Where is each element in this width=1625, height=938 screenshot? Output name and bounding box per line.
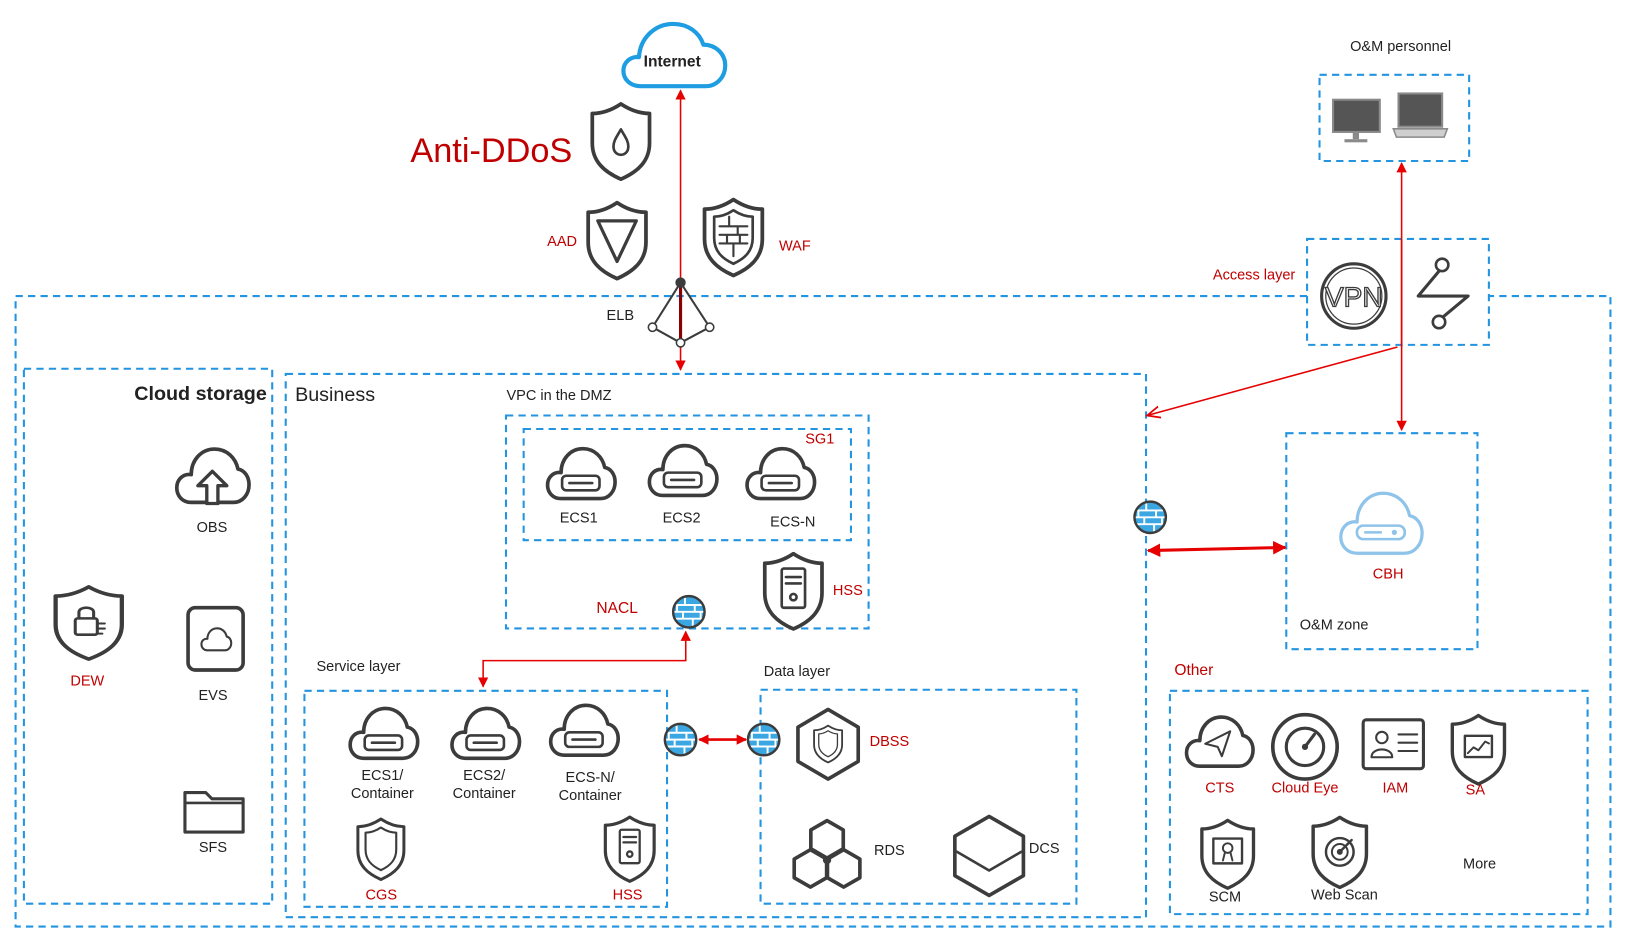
cgs-label: CGS	[366, 888, 398, 904]
data-layer-box	[759, 688, 1078, 905]
ecs2-label: ECS2	[663, 510, 701, 526]
elb-icon	[647, 277, 715, 348]
vpc-dmz-label: VPC in the DMZ	[506, 388, 611, 404]
business-title: Business	[295, 384, 375, 406]
iam-id-card-icon	[1361, 718, 1425, 771]
cbh-label: CBH	[1373, 567, 1404, 583]
dcs-label: DCS	[1029, 841, 1060, 857]
rds-hexagons-icon	[792, 818, 862, 889]
rds-label: RDS	[874, 843, 905, 859]
ecs2-container-icon	[450, 706, 522, 761]
om-zone-box	[1285, 432, 1479, 651]
cloud-storage-box	[22, 367, 274, 905]
ecs-n-icon	[745, 446, 817, 501]
dbss-label: DBSS	[870, 734, 910, 750]
data-firewall-icon	[746, 722, 781, 757]
sa-chart-shield-icon	[1450, 713, 1507, 786]
vpc-dmz-box	[504, 414, 870, 630]
dbss-hexagon-shield-icon	[796, 707, 861, 781]
nacl-service-link	[477, 630, 691, 688]
nacl-label: NACL	[596, 600, 638, 617]
ecs-n-container-label-line2: Container	[559, 788, 622, 804]
ecs1-label: ECS1	[560, 510, 598, 526]
sfs-label: SFS	[199, 840, 228, 856]
ecs2-icon	[647, 443, 719, 498]
sg1-box	[522, 427, 852, 542]
cts-label: CTS	[1205, 781, 1234, 797]
om-personnel-label: O&M personnel	[1350, 39, 1451, 55]
ecs2-container-label-line2: Container	[453, 786, 516, 802]
ecs-n-container-icon	[548, 703, 621, 757]
anti-ddos-title: Anti-DDoS	[410, 132, 572, 170]
other-label: Other	[1174, 662, 1213, 679]
internet-cloud-icon	[621, 21, 728, 89]
service-layer-label: Service layer	[316, 659, 400, 675]
cloud-region-box	[14, 295, 1612, 928]
business-omzone-link	[1146, 540, 1287, 558]
hss-label: HSS	[833, 583, 863, 599]
waf-label: WAF	[779, 238, 811, 254]
vpn-icon: VPN	[1320, 262, 1388, 330]
ecs1-container-label-line2: Container	[351, 786, 414, 802]
access-layer-label: Access layer	[1213, 267, 1296, 283]
aad-label: AAD	[547, 234, 577, 250]
scm-label: SCM	[1209, 890, 1241, 906]
om-personnel-box	[1318, 73, 1471, 163]
ecs1-icon	[545, 446, 617, 501]
business-firewall-icon	[1133, 500, 1168, 535]
iam-label: IAM	[1382, 781, 1408, 797]
cbh-cloud-icon	[1339, 491, 1424, 555]
om-zone-label: O&M zone	[1300, 617, 1369, 633]
aad-icon	[586, 200, 648, 281]
nacl-firewall-icon	[671, 594, 706, 629]
dew-label: DEW	[70, 674, 104, 690]
service-hss-label: HSS	[613, 888, 643, 904]
cloud-eye-label: Cloud Eye	[1271, 781, 1338, 797]
vpn-icon-text: VPN	[1325, 281, 1383, 312]
cloud-storage-title: Cloud storage	[134, 383, 267, 405]
evs-label: EVS	[198, 688, 227, 704]
ecs-n-label: ECS-N	[770, 515, 815, 531]
data-layer-label: Data layer	[764, 664, 830, 680]
ecs1-container-label-line1: ECS1/	[361, 768, 404, 784]
service-hss-server-shield-icon	[603, 815, 656, 883]
laptop-icon	[1392, 92, 1449, 138]
direct-connect-icon	[1416, 257, 1470, 330]
dcs-hexagon-icon	[953, 814, 1026, 898]
waf-icon	[702, 197, 765, 278]
sa-label: SA	[1466, 783, 1486, 799]
evs-icon	[186, 605, 245, 672]
anti-ddos-shield-icon	[590, 102, 652, 182]
business-box	[284, 372, 1148, 919]
ecs-n-container-label-line1: ECS-N/	[566, 770, 616, 786]
web-scan-label: Web Scan	[1311, 888, 1378, 904]
sg1-label: SG1	[805, 432, 834, 448]
internet-label: Internet	[644, 53, 701, 70]
other-box	[1168, 689, 1589, 916]
service-firewall-icon	[663, 722, 698, 757]
monitor-icon	[1332, 98, 1381, 143]
more-label: More	[1463, 856, 1496, 872]
ecs2-container-label-line1: ECS2/	[463, 768, 506, 784]
cloud-eye-icon	[1270, 712, 1340, 781]
cgs-shield-icon	[356, 817, 406, 881]
access-business-link	[1147, 346, 1398, 416]
dew-lock-shield-icon	[56, 587, 122, 659]
ecs1-container-icon	[348, 706, 420, 761]
web-scan-radar-shield-icon	[1311, 815, 1369, 890]
obs-icon	[174, 447, 251, 506]
cts-icon	[1184, 715, 1255, 769]
obs-label: OBS	[197, 520, 228, 536]
elb-label: ELB	[607, 308, 634, 324]
hss-server-shield-icon	[762, 551, 824, 631]
scm-certificate-shield-icon	[1200, 818, 1256, 890]
sfs-folder-icon	[183, 791, 245, 834]
service-layer-box	[303, 689, 669, 908]
